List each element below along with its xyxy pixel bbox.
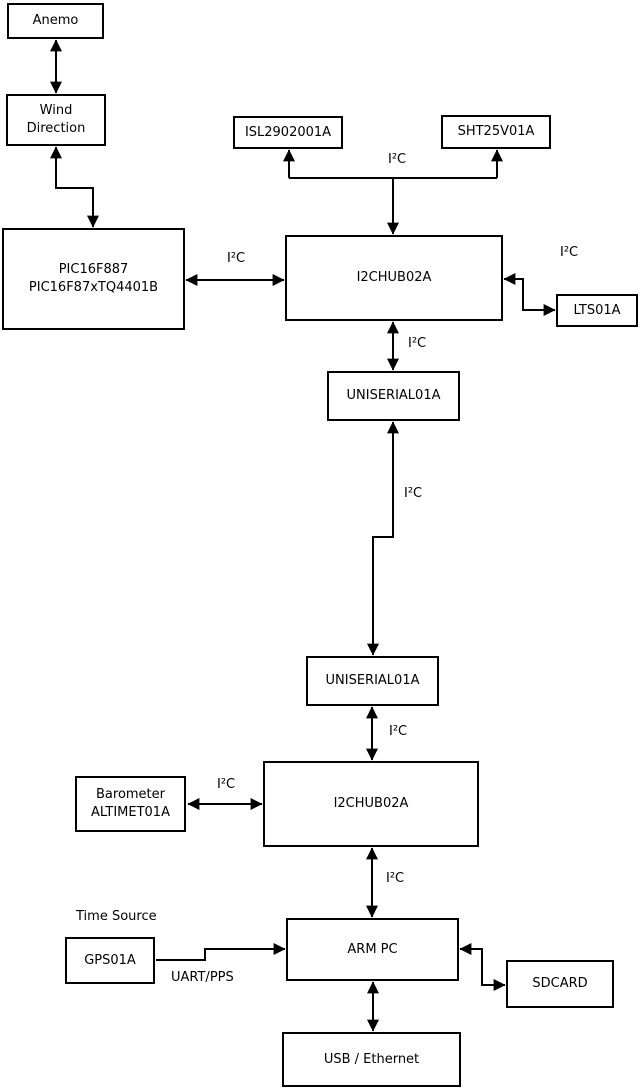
node-pic16f887-label: PIC16F887 PIC16F87xTQ4401B bbox=[28, 262, 159, 295]
node-wind-direction-label: Wind Direction bbox=[26, 103, 86, 136]
node-i2chub02a-top: I2CHUB02A bbox=[285, 235, 503, 321]
node-gps01a-label: GPS01A bbox=[84, 952, 136, 968]
node-sht25v01a-label: SHT25V01A bbox=[457, 124, 535, 140]
node-i2chub02a-top-label: I2CHUB02A bbox=[356, 270, 432, 286]
edge-label-i2c-barometer-hub2: I²C bbox=[217, 777, 236, 792]
node-uniserial01a-top: UNISERIAL01A bbox=[327, 371, 460, 421]
edge-label-i2c-uniserial2-hub2: I²C bbox=[389, 724, 408, 739]
label-time-source: Time Source bbox=[76, 909, 157, 924]
edge-label-uart-pps: UART/PPS bbox=[171, 970, 234, 985]
node-arm-pc-label: ARM PC bbox=[347, 941, 398, 957]
node-sdcard-label: SDCARD bbox=[532, 976, 588, 992]
edge-hub1-lts bbox=[503, 273, 556, 316]
node-lts01a-label: LTS01A bbox=[573, 302, 621, 318]
edge-label-i2c-hub1-lts: I²C bbox=[560, 245, 579, 260]
edge-label-i2c-branch: I²C bbox=[388, 152, 407, 167]
node-anemo: Anemo bbox=[7, 3, 104, 39]
node-uniserial01a-top-label: UNISERIAL01A bbox=[346, 388, 441, 404]
edge-wind-pic bbox=[50, 146, 99, 228]
node-i2chub02a-bottom-label: I2CHUB02A bbox=[333, 796, 409, 812]
node-isl2902001a-label: ISL2902001A bbox=[244, 124, 332, 140]
node-i2chub02a-bottom: I2CHUB02A bbox=[263, 761, 479, 847]
edge-label-i2c-pic-hub1: I²C bbox=[227, 251, 246, 266]
node-isl2902001a: ISL2902001A bbox=[233, 116, 343, 149]
edge-label-i2c-hub1-uniserial1: I²C bbox=[408, 336, 427, 351]
node-uniserial01a-bottom-label: UNISERIAL01A bbox=[325, 673, 420, 689]
edge-uniserial1-uniserial2 bbox=[367, 421, 399, 656]
node-usb-ethernet: USB / Ethernet bbox=[282, 1032, 461, 1087]
node-anemo-label: Anemo bbox=[32, 13, 79, 29]
node-arm-pc: ARM PC bbox=[286, 918, 459, 981]
node-usb-ethernet-label: USB / Ethernet bbox=[323, 1051, 420, 1067]
node-uniserial01a-bottom: UNISERIAL01A bbox=[306, 656, 439, 706]
edge-gps-armpc bbox=[156, 943, 286, 961]
edge-armpc-sdcard bbox=[459, 943, 506, 991]
node-sht25v01a: SHT25V01A bbox=[441, 115, 551, 149]
edge-label-i2c-hub2-armpc: I²C bbox=[386, 871, 405, 886]
node-pic16f887: PIC16F887 PIC16F87xTQ4401B bbox=[2, 228, 185, 330]
node-sdcard: SDCARD bbox=[506, 960, 614, 1008]
node-barometer-altimet01a-label: Barometer ALTIMET01A bbox=[91, 787, 170, 820]
node-gps01a: GPS01A bbox=[65, 937, 155, 984]
node-lts01a: LTS01A bbox=[556, 294, 638, 327]
edge-label-i2c-uniserial1-uniserial2: I²C bbox=[404, 486, 423, 501]
node-barometer-altimet01a: Barometer ALTIMET01A bbox=[75, 776, 186, 832]
node-wind-direction: Wind Direction bbox=[6, 94, 106, 146]
